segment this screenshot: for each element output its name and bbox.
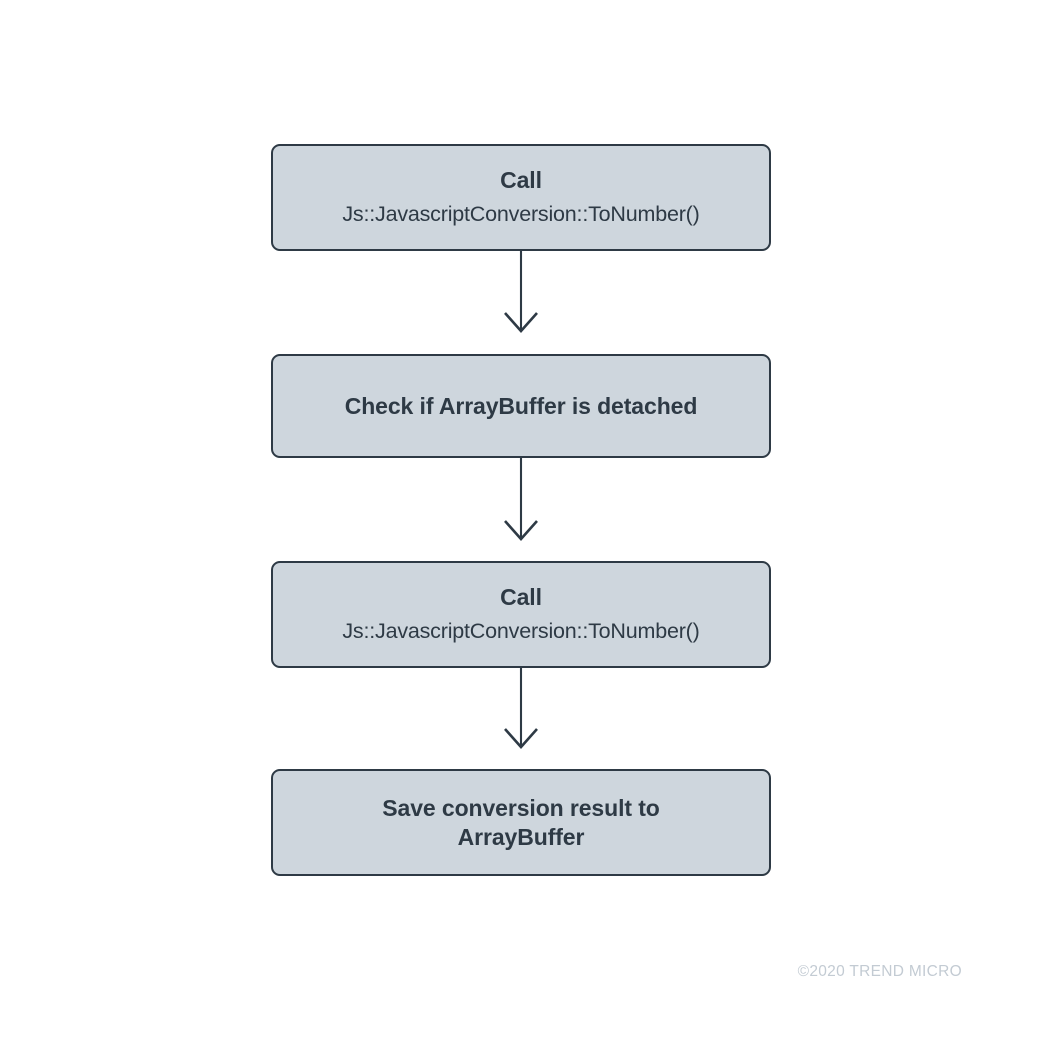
flow-node-save-conversion-result: Save conversion result to ArrayBuffer [271,769,771,876]
arrow-node1-to-node2 [504,251,538,333]
flow-node-primary-label: Check if ArrayBuffer is detached [344,392,698,419]
flow-node-primary-label: Call [500,167,542,194]
flow-node-primary-label: Save conversion result to ArrayBuffer [382,794,660,850]
flow-node-primary-label: Call [500,584,542,611]
copyright-credit: ©2020 TREND MICRO [797,963,962,980]
arrow-node2-to-node3 [504,458,538,541]
arrow-node3-to-node4 [504,668,538,749]
flow-node-secondary-label: Js::JavascriptConversion::ToNumber() [342,202,700,227]
flow-node-secondary-label: Js::JavascriptConversion::ToNumber() [342,619,700,644]
flow-node-call-tonumber-2: Call Js::JavascriptConversion::ToNumber(… [271,561,771,668]
flow-node-call-tonumber-1: Call Js::JavascriptConversion::ToNumber(… [271,144,771,251]
flow-node-check-arraybuffer-detached: Check if ArrayBuffer is detached [271,354,771,458]
